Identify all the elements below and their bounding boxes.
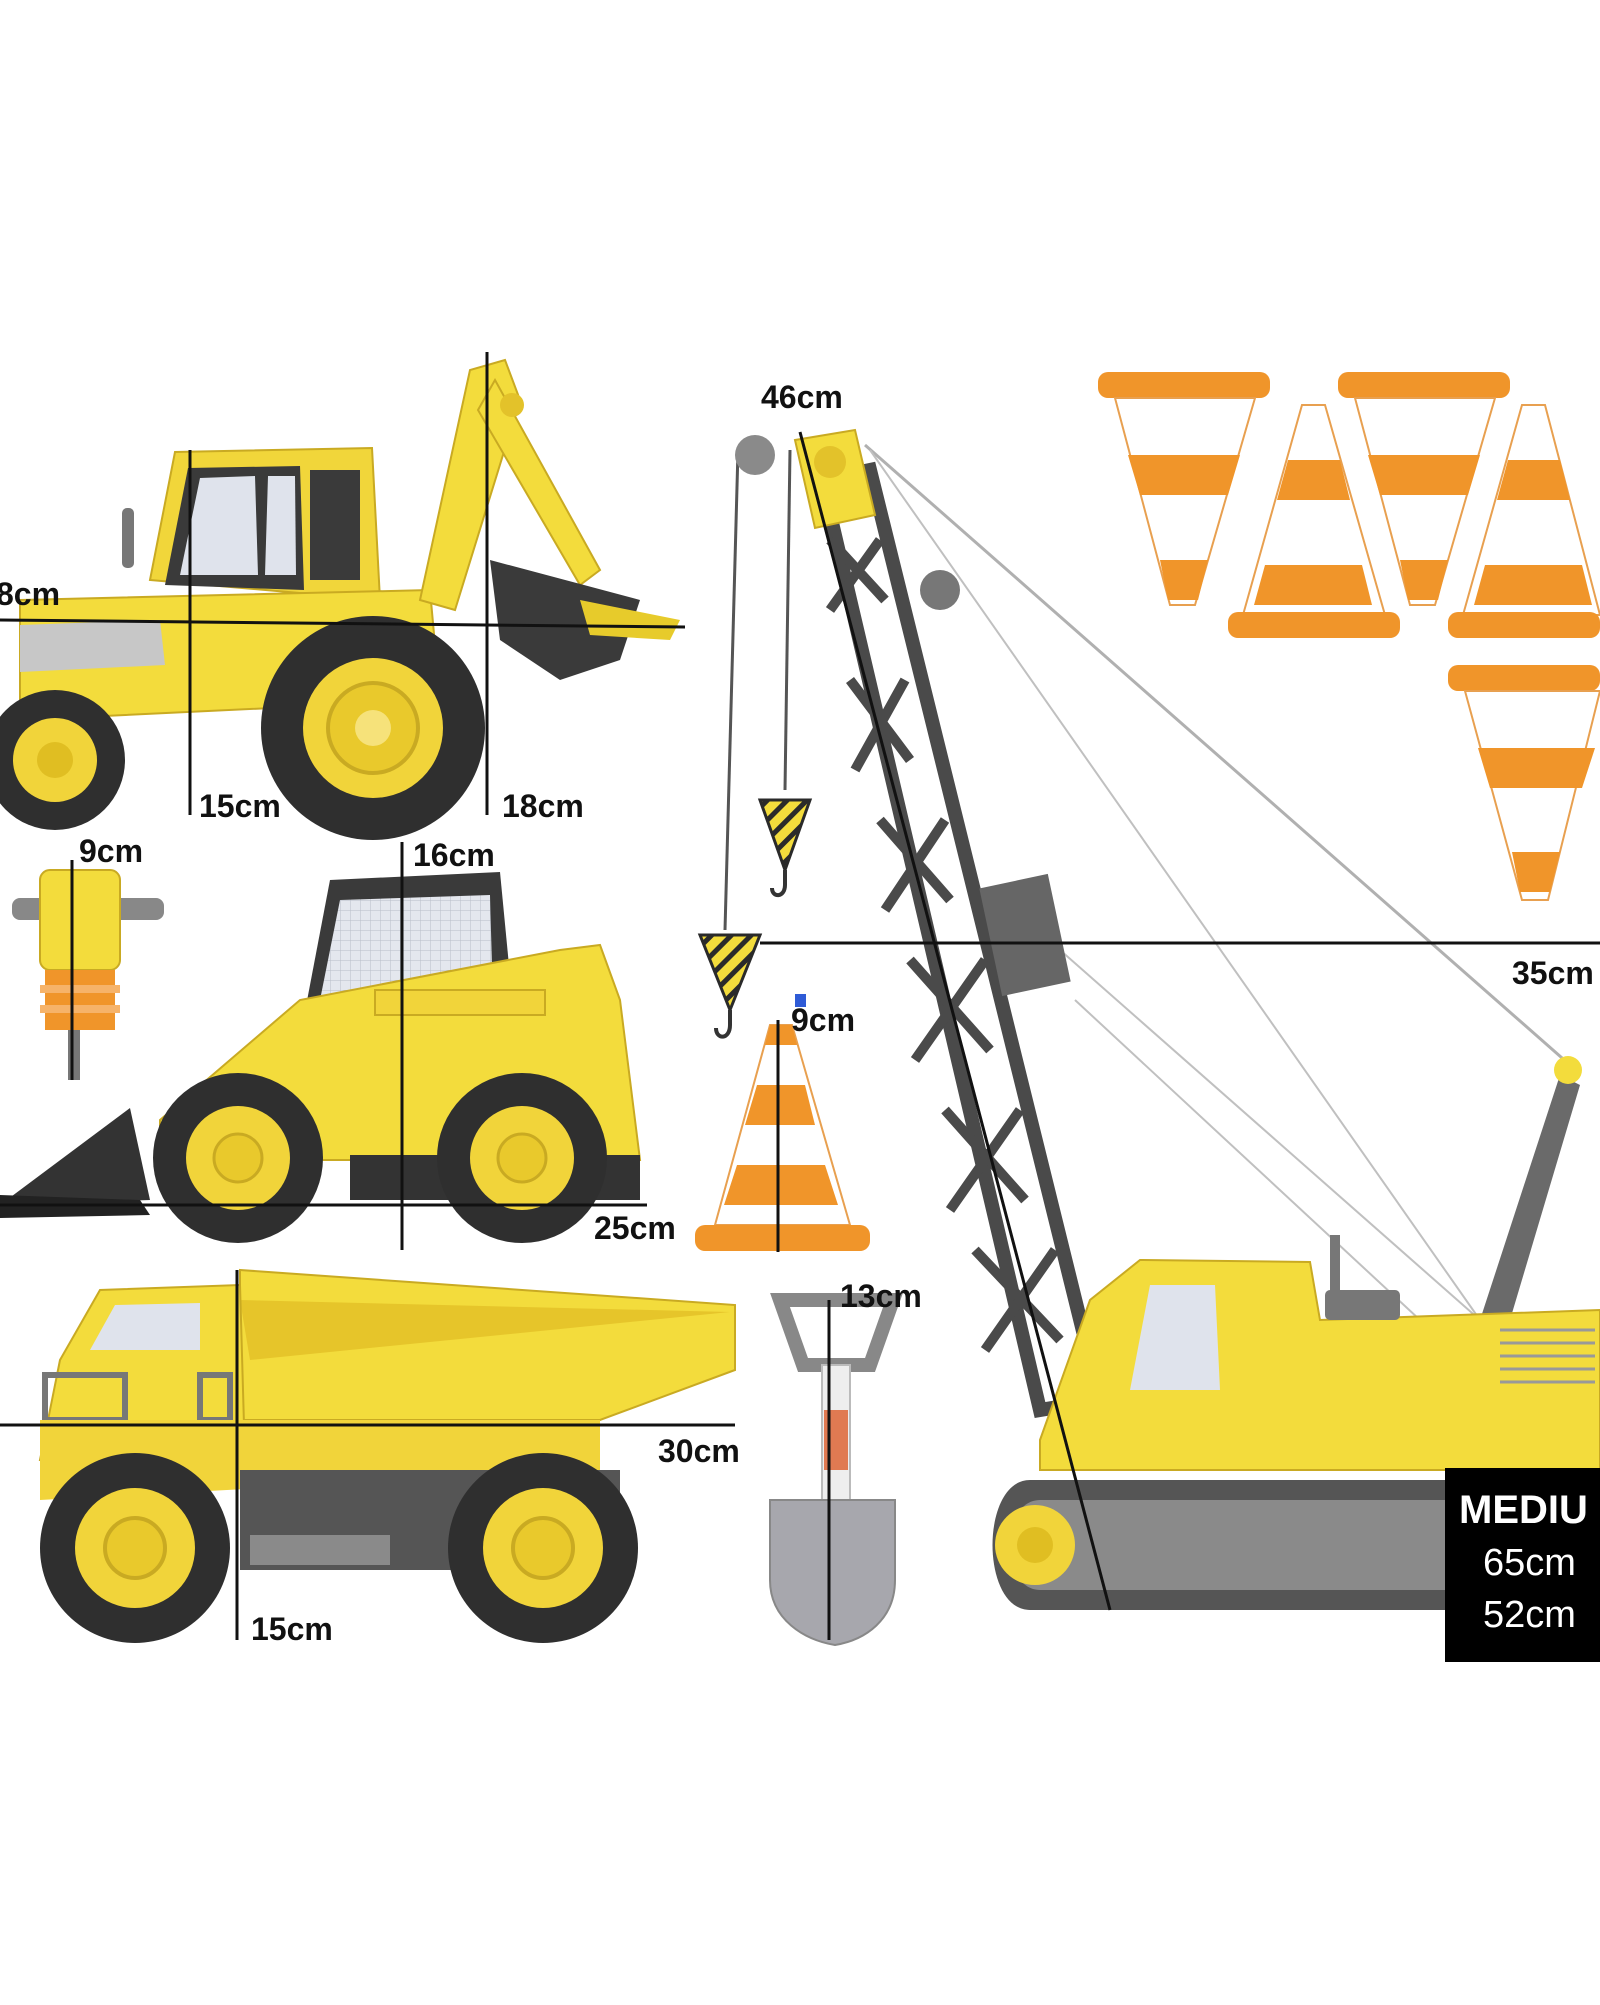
cone-label: 9cm: [791, 1002, 856, 1038]
dump-truck-height-label: 15cm: [251, 1611, 333, 1647]
dump-truck-illustration: [38, 1268, 736, 1643]
backhoe-width-label: 8cm: [0, 576, 61, 612]
jackhammer-label: 9cm: [79, 833, 144, 869]
size-badge-width: 65cm: [1483, 1542, 1576, 1584]
measurement-lines: [0, 352, 1600, 1640]
skid-steer-height-label: 16cm: [413, 837, 495, 873]
backhoe-loader-illustration: [0, 358, 680, 840]
size-badge-height: 52cm: [1483, 1594, 1576, 1636]
size-badge: MEDIU 65cm 52cm: [1445, 1468, 1600, 1662]
skid-steer-width-label: 25cm: [594, 1210, 676, 1246]
crane-width-label: 35cm: [1512, 955, 1594, 991]
backhoe-height-label: 18cm: [502, 788, 584, 824]
traffic-cones-illustration: [1098, 372, 1600, 901]
small-cone-illustration: [695, 1024, 870, 1251]
skid-steer-illustration: [0, 872, 642, 1243]
dump-truck-width-label: 30cm: [658, 1433, 740, 1469]
blue-marker: [795, 994, 806, 1007]
shovel-illustration: [769, 1293, 903, 1647]
size-badge-title: MEDIU: [1459, 1488, 1588, 1532]
jackhammer-illustration: [12, 869, 164, 1080]
shovel-label: 13cm: [840, 1278, 922, 1314]
crane-height-label: 46cm: [761, 379, 843, 415]
backhoe-cab-label: 15cm: [199, 788, 281, 824]
